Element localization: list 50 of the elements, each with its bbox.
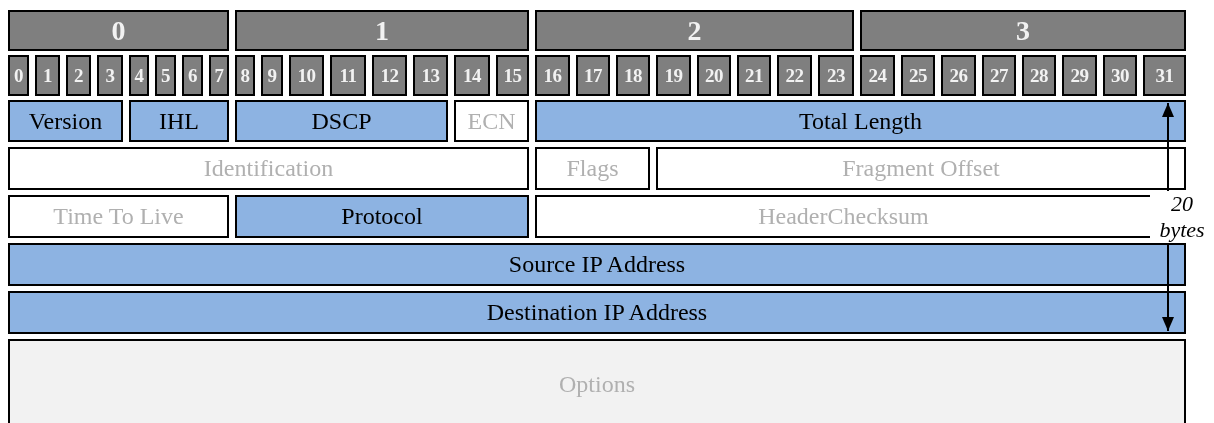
bit-number: 4 — [129, 55, 149, 96]
field-highlighted: IHL — [129, 100, 229, 142]
field-highlighted: Total Length — [535, 100, 1186, 142]
field: Flags — [535, 147, 650, 190]
bit-number: 22 — [777, 55, 812, 96]
field: Time To Live — [8, 195, 229, 238]
bit-number: 30 — [1103, 55, 1137, 96]
bit-number: 16 — [535, 55, 570, 96]
bit-number: 2 — [66, 55, 91, 96]
bit-number: 15 — [496, 55, 529, 96]
field: Fragment Offset — [656, 147, 1186, 190]
bit-number: 28 — [1022, 55, 1056, 96]
byte-header: 1 — [235, 10, 529, 51]
byte-header: 2 — [535, 10, 854, 51]
bit-number: 3 — [97, 55, 123, 96]
bit-number: 10 — [289, 55, 324, 96]
bit-number: 29 — [1062, 55, 1097, 96]
bit-number: 12 — [372, 55, 407, 96]
bit-number: 9 — [261, 55, 283, 96]
bit-number: 19 — [656, 55, 691, 96]
bit-number: 5 — [155, 55, 176, 96]
bit-number: 27 — [982, 55, 1016, 96]
field-highlighted: Protocol — [235, 195, 529, 238]
bit-number: 20 — [697, 55, 731, 96]
field-highlighted: DSCP — [235, 100, 448, 142]
field: HeaderChecksum — [535, 195, 1150, 238]
bit-number: 26 — [941, 55, 976, 96]
bit-number: 21 — [737, 55, 771, 96]
bit-number: 11 — [330, 55, 366, 96]
bit-number: 14 — [454, 55, 490, 96]
bit-number: 17 — [576, 55, 610, 96]
bit-number: 24 — [860, 55, 895, 96]
bit-number: 6 — [182, 55, 203, 96]
field-highlighted: Source IP Address — [8, 243, 1186, 286]
bit-number: 23 — [818, 55, 854, 96]
field-highlighted: Version — [8, 100, 123, 142]
bit-number: 13 — [413, 55, 448, 96]
field: Identification — [8, 147, 529, 190]
field: Options — [8, 339, 1186, 423]
bit-number: 7 — [209, 55, 229, 96]
field-highlighted: Destination IP Address — [8, 291, 1186, 334]
byte-header: 0 — [8, 10, 229, 51]
bit-number: 0 — [8, 55, 29, 96]
bit-number: 31 — [1143, 55, 1186, 96]
bit-number: 8 — [235, 55, 255, 96]
bit-number: 18 — [616, 55, 650, 96]
field: ECN — [454, 100, 529, 142]
bit-number: 25 — [901, 55, 935, 96]
bit-number: 1 — [35, 55, 60, 96]
byte-header: 3 — [860, 10, 1186, 51]
